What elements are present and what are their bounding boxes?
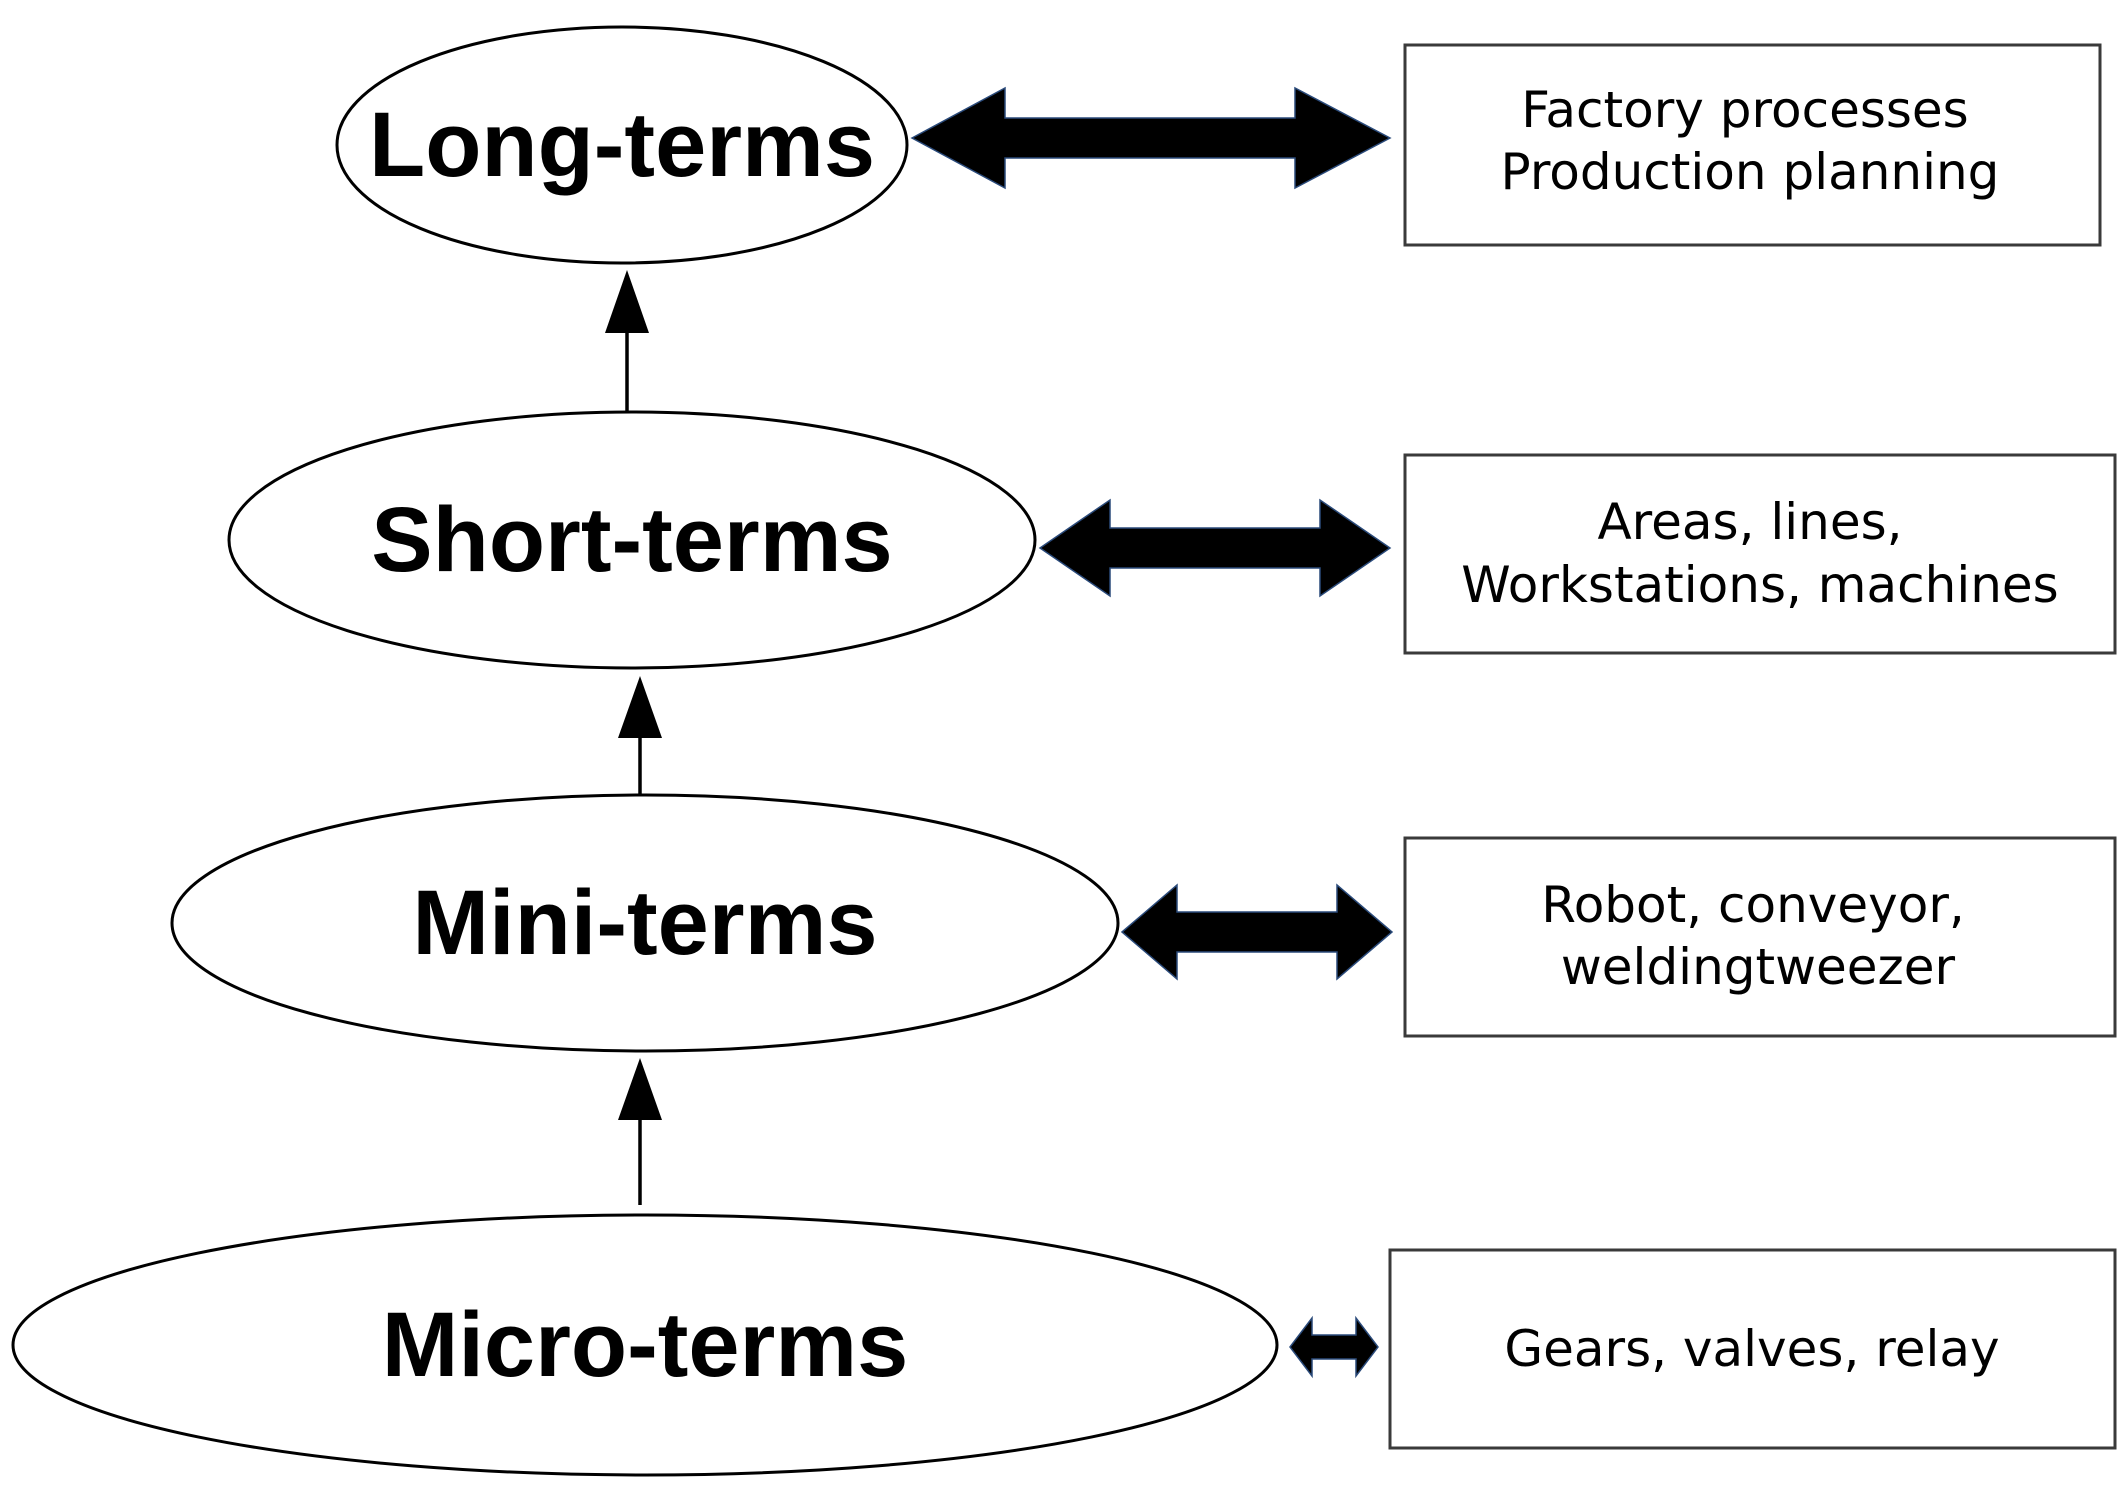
micro-terms-double-arrow bbox=[1289, 1315, 1379, 1379]
short-terms-label: Short-terms bbox=[371, 489, 892, 591]
mini-terms-ellipse bbox=[170, 793, 1120, 1053]
long-terms-ellipse bbox=[335, 25, 909, 265]
micro-terms-example-box bbox=[1388, 1248, 2117, 1450]
short-terms-ellipse bbox=[227, 410, 1037, 670]
long-terms-example-box bbox=[1403, 43, 2102, 247]
level-long-terms: Long-terms Factory processes Production … bbox=[335, 25, 2102, 265]
micro-terms-label: Micro-terms bbox=[382, 1294, 909, 1396]
link-mini-to-short-arrowhead bbox=[618, 676, 662, 738]
long-terms-example-line-1: Factory processes bbox=[1521, 81, 1969, 139]
short-terms-double-arrow bbox=[1038, 498, 1392, 598]
micro-terms-example-line-1: Gears, valves, relay bbox=[1504, 1320, 1999, 1378]
link-short-to-long-arrowhead bbox=[605, 270, 649, 333]
mini-terms-example-line-2: weldingtweezer bbox=[1561, 938, 1956, 996]
long-terms-label: Long-terms bbox=[369, 94, 875, 196]
level-mini-terms: Mini-terms Robot, conveyor, weldingtweez… bbox=[170, 793, 2117, 1053]
short-terms-example-box bbox=[1403, 453, 2117, 655]
long-terms-example-line-2: Production planning bbox=[1501, 143, 2000, 201]
level-micro-terms: Micro-terms Gears, valves, relay bbox=[11, 1213, 2117, 1477]
link-mini-to-short bbox=[618, 676, 662, 795]
mini-terms-example-line-1: Robot, conveyor, bbox=[1541, 876, 1965, 934]
mini-terms-label: Mini-terms bbox=[412, 872, 877, 974]
short-terms-example-line-1: Areas, lines, bbox=[1597, 493, 1902, 551]
mini-terms-example-box bbox=[1403, 836, 2117, 1038]
micro-terms-ellipse bbox=[11, 1213, 1279, 1477]
link-short-to-long bbox=[605, 270, 649, 412]
link-micro-to-mini bbox=[618, 1058, 662, 1205]
long-terms-double-arrow bbox=[910, 86, 1392, 190]
level-short-terms: Short-terms Areas, lines, Workstations, … bbox=[227, 410, 2117, 670]
mini-terms-double-arrow bbox=[1120, 883, 1394, 981]
short-terms-example-line-2: Workstations, machines bbox=[1461, 556, 2058, 614]
link-micro-to-mini-arrowhead bbox=[618, 1058, 662, 1120]
